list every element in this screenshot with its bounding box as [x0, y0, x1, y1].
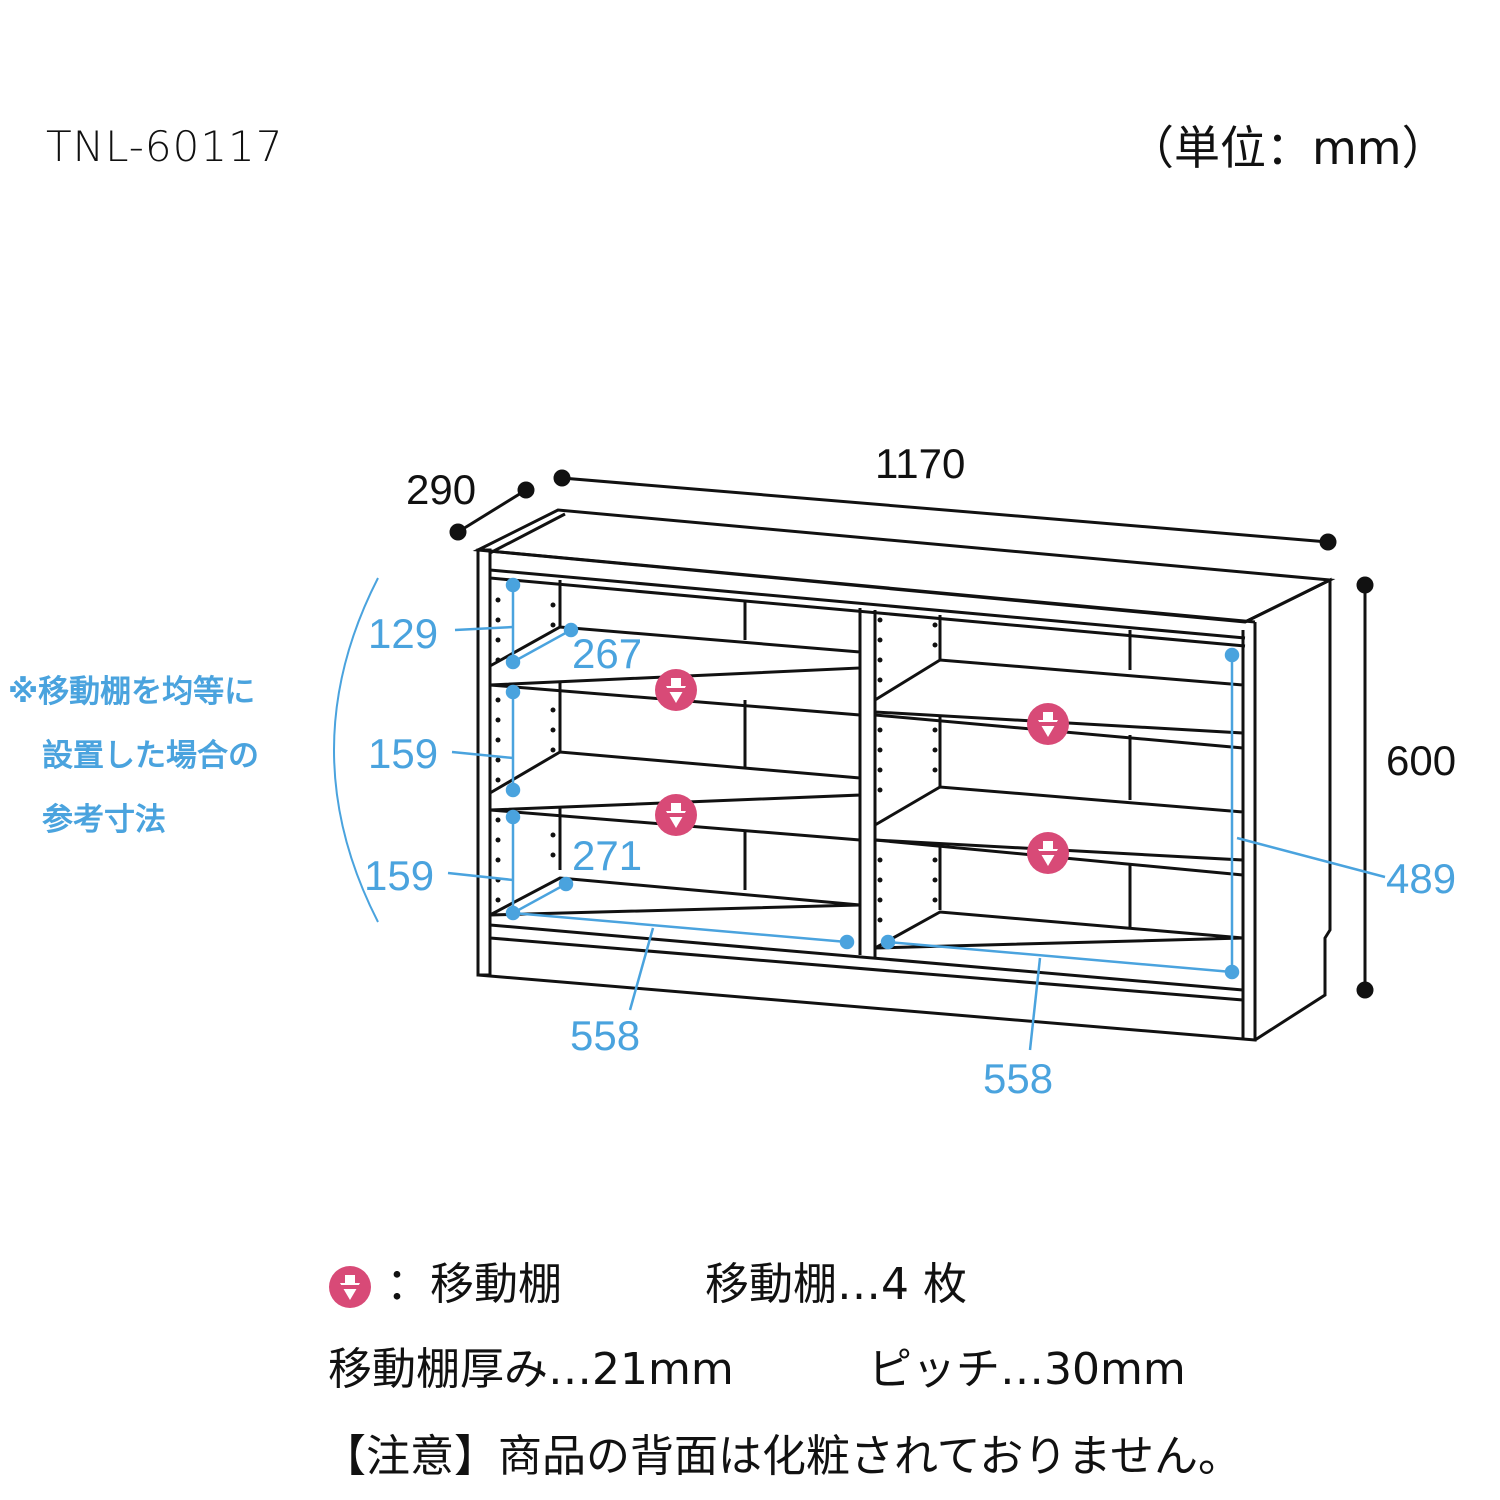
- movable-shelf-icon: [1027, 832, 1069, 874]
- legend-icon-label: ：移動棚: [386, 1259, 562, 1310]
- movable-shelf-icon: [655, 669, 697, 711]
- height-label: 600: [1386, 737, 1457, 784]
- model-number: TNL-60117: [46, 122, 284, 171]
- shelf-count: 移動棚…4 枚: [705, 1259, 967, 1310]
- legend-row-1: ：移動棚: [328, 1248, 562, 1312]
- reference-dimension-note: ※移動棚を均等に 設置した場合の 参考寸法: [8, 660, 259, 852]
- inner-height-label: 489: [1386, 855, 1457, 902]
- note-line: 参考寸法: [42, 802, 166, 838]
- movable-shelf-icon: [1027, 703, 1069, 745]
- gap-middle-label: 159: [368, 730, 439, 777]
- cabinet-outline: [472, 508, 1336, 1042]
- shelf-pitch: ピッチ…30mm: [868, 1344, 1186, 1395]
- shelves-right: [873, 658, 1245, 950]
- inner-dimension-lines: [333, 577, 1386, 1051]
- unit-label: （単位：mm）: [1128, 121, 1448, 175]
- note-line: ※移動棚を均等に: [8, 674, 256, 710]
- inner-width-left-label: 558: [570, 1012, 641, 1059]
- movable-shelf-icon: [329, 1266, 371, 1308]
- movable-shelf-markers: [655, 669, 1069, 874]
- depth-label: 290: [406, 466, 477, 513]
- inner-width-right-label: 558: [983, 1055, 1054, 1102]
- shelf-depth-top-label: 267: [572, 630, 643, 677]
- gap-bottom-label: 159: [364, 852, 435, 899]
- note-line: 設置した場合の: [42, 738, 259, 774]
- shelf-pin-holes: [495, 597, 938, 923]
- caution-note: 【注意】商品の背面は化粧されておりません。: [322, 1431, 1243, 1482]
- movable-shelf-icon: [655, 794, 697, 836]
- shelves-left: [488, 625, 862, 917]
- shelf-thickness: 移動棚厚み…21mm: [328, 1344, 734, 1395]
- gap-top-label: 129: [368, 610, 439, 657]
- overall-dimension-lines: [449, 469, 1374, 999]
- width-label: 1170: [875, 440, 966, 487]
- shelf-depth-bottom-label: 271: [572, 832, 643, 879]
